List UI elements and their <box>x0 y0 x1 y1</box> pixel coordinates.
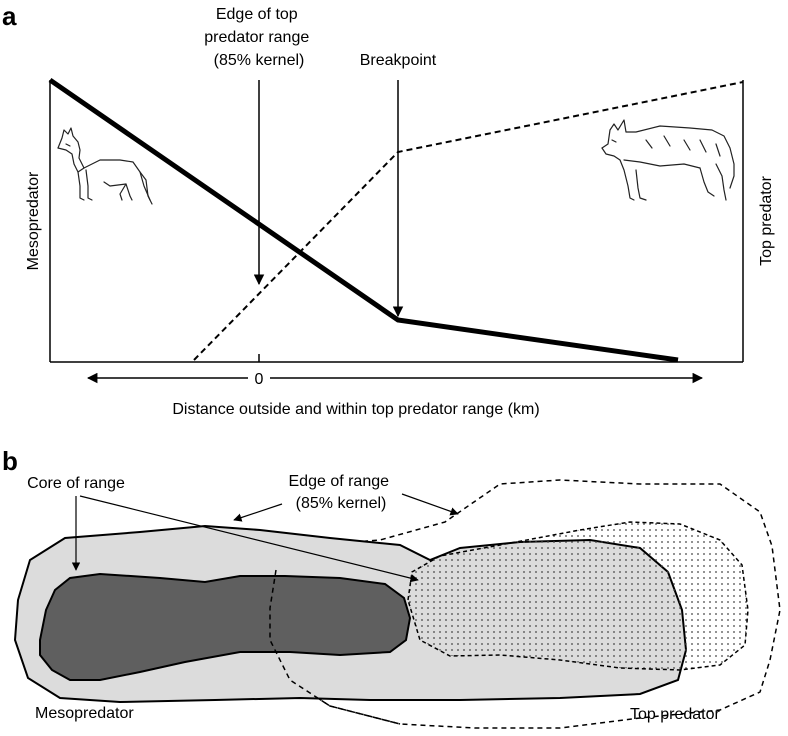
top-predator-line <box>193 81 744 361</box>
core-of-range-label: Core of range <box>27 475 125 492</box>
top-predator-range-overlay <box>269 569 401 725</box>
core-arrow-top <box>79 495 419 583</box>
coyote-icon <box>57 127 153 205</box>
breakpoint-label: Breakpoint <box>360 52 437 69</box>
top-predator-axis-label: Top predator <box>758 175 775 266</box>
mesopredator-label: Mesopredator <box>35 705 134 722</box>
mesopredator-line <box>48 77 679 363</box>
x-zero-label: 0 <box>255 371 264 388</box>
mesopredator-axis-label: Mesopredator <box>25 171 42 270</box>
edge-arrow-top <box>401 493 459 516</box>
edge-of-range-label: Edge of range (85% kernel) <box>289 473 394 512</box>
top-predator-core <box>407 521 749 671</box>
panel-a: a Edge of top predator range (85% kernel… <box>2 1 775 418</box>
top-predator-label: Top predator <box>630 706 721 723</box>
edge-of-range-annotation: Edge of top predator range (85% kernel) <box>204 6 313 69</box>
edge-arrow-meso <box>233 503 283 522</box>
x-axis-label: Distance outside and within top predator… <box>172 401 539 418</box>
panel-b: b Core of range Edge of range (85% kerne… <box>2 446 781 729</box>
panel-b-letter: b <box>2 446 18 476</box>
wolf-icon <box>601 119 735 201</box>
panel-a-letter: a <box>2 1 17 31</box>
mesopredator-core <box>39 572 412 681</box>
